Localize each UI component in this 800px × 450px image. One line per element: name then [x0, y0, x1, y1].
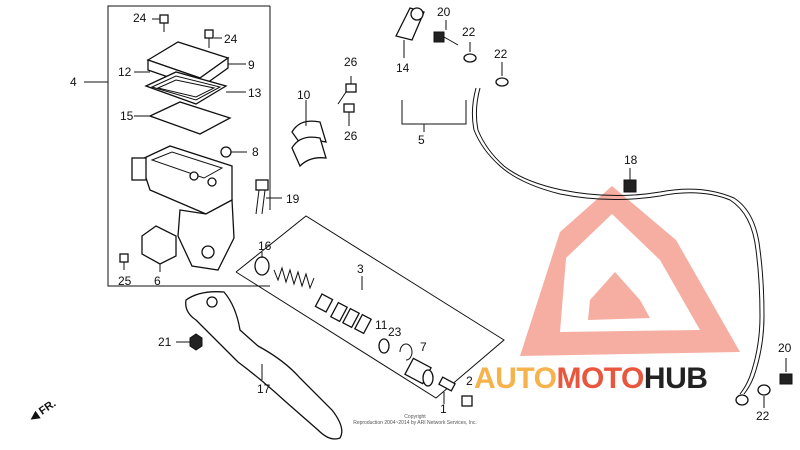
label-8: 8 — [252, 145, 259, 159]
banjo-fitting-14 — [395, 7, 425, 58]
watermark-moto: MOTO — [556, 362, 644, 395]
label-5: 5 — [418, 133, 425, 147]
label-24-side: 24 — [224, 32, 238, 46]
washer-22-b — [495, 62, 509, 87]
label-20-top: 20 — [437, 5, 451, 19]
watermark-auto: AUTO — [474, 362, 557, 395]
pivot-bolt-19 — [255, 179, 282, 215]
holder-10 — [291, 100, 327, 168]
nut-21 — [176, 333, 203, 351]
brake-switch — [141, 225, 177, 272]
circlip-11 — [399, 343, 413, 361]
logo-triangle-core — [588, 272, 650, 320]
washer-23 — [378, 338, 390, 354]
label-22-b: 22 — [494, 47, 508, 61]
label-6: 6 — [154, 274, 161, 288]
label-21: 21 — [158, 335, 172, 349]
bracket-piston-kit-3 — [235, 215, 505, 399]
bolt-8 — [220, 146, 247, 158]
watermark-logo — [520, 186, 740, 356]
label-14: 14 — [396, 61, 410, 75]
watermark-text: AUTOMOTOHUB — [474, 362, 708, 396]
label-22-c: 22 — [756, 409, 770, 423]
label-7: 7 — [420, 340, 427, 354]
diaphragm-plate — [134, 101, 232, 135]
label-9: 9 — [248, 58, 255, 72]
bracket-hose-5 — [401, 100, 467, 125]
label-22-a: 22 — [462, 25, 476, 39]
piston — [314, 293, 373, 335]
nut-2 — [461, 395, 473, 407]
spring — [273, 266, 315, 290]
label-17: 17 — [257, 382, 271, 396]
washer-22-c — [735, 384, 771, 408]
label-13: 13 — [248, 86, 262, 100]
bolt-26-upper — [337, 76, 357, 105]
screw-24-side — [204, 29, 222, 48]
label-1: 1 — [440, 402, 447, 416]
boot-16 — [254, 252, 270, 276]
screw-24-top — [152, 14, 169, 32]
watermark-hub: HUB — [643, 362, 708, 395]
brake-lever — [185, 291, 343, 440]
label-19: 19 — [286, 192, 300, 206]
diaphragm — [144, 71, 246, 105]
piston-holder-7 — [404, 357, 434, 387]
pushrod-1 — [438, 376, 456, 404]
label-11: 11 — [375, 318, 388, 332]
label-20-bottom: 20 — [778, 341, 792, 355]
label-10: 10 — [297, 88, 311, 102]
label-2: 2 — [466, 374, 473, 388]
label-23: 23 — [388, 325, 402, 339]
label-18: 18 — [624, 153, 638, 167]
label-3: 3 — [357, 262, 364, 276]
label-25: 25 — [118, 274, 132, 288]
label-4: 4 — [70, 75, 77, 89]
washer-22-a — [463, 42, 477, 63]
bolt-20-bottom — [779, 358, 793, 385]
master-cylinder-body — [131, 145, 235, 271]
label-26-upper: 26 — [344, 55, 358, 69]
bolt-20-top — [433, 20, 459, 46]
bolt-26-lower — [343, 103, 355, 126]
bracket-group-4 — [107, 5, 270, 287]
label-26-lower: 26 — [344, 129, 358, 143]
label-12: 12 — [118, 65, 132, 79]
brake-hose — [471, 87, 765, 395]
hose-clip-18 — [623, 168, 637, 193]
label-24-top: 24 — [133, 11, 147, 25]
label-15: 15 — [120, 109, 134, 123]
copyright-notice: Copyright Reproduction 2004~2014 by ARI … — [353, 414, 477, 426]
screw-25 — [119, 253, 129, 270]
label-16: 16 — [258, 239, 272, 253]
